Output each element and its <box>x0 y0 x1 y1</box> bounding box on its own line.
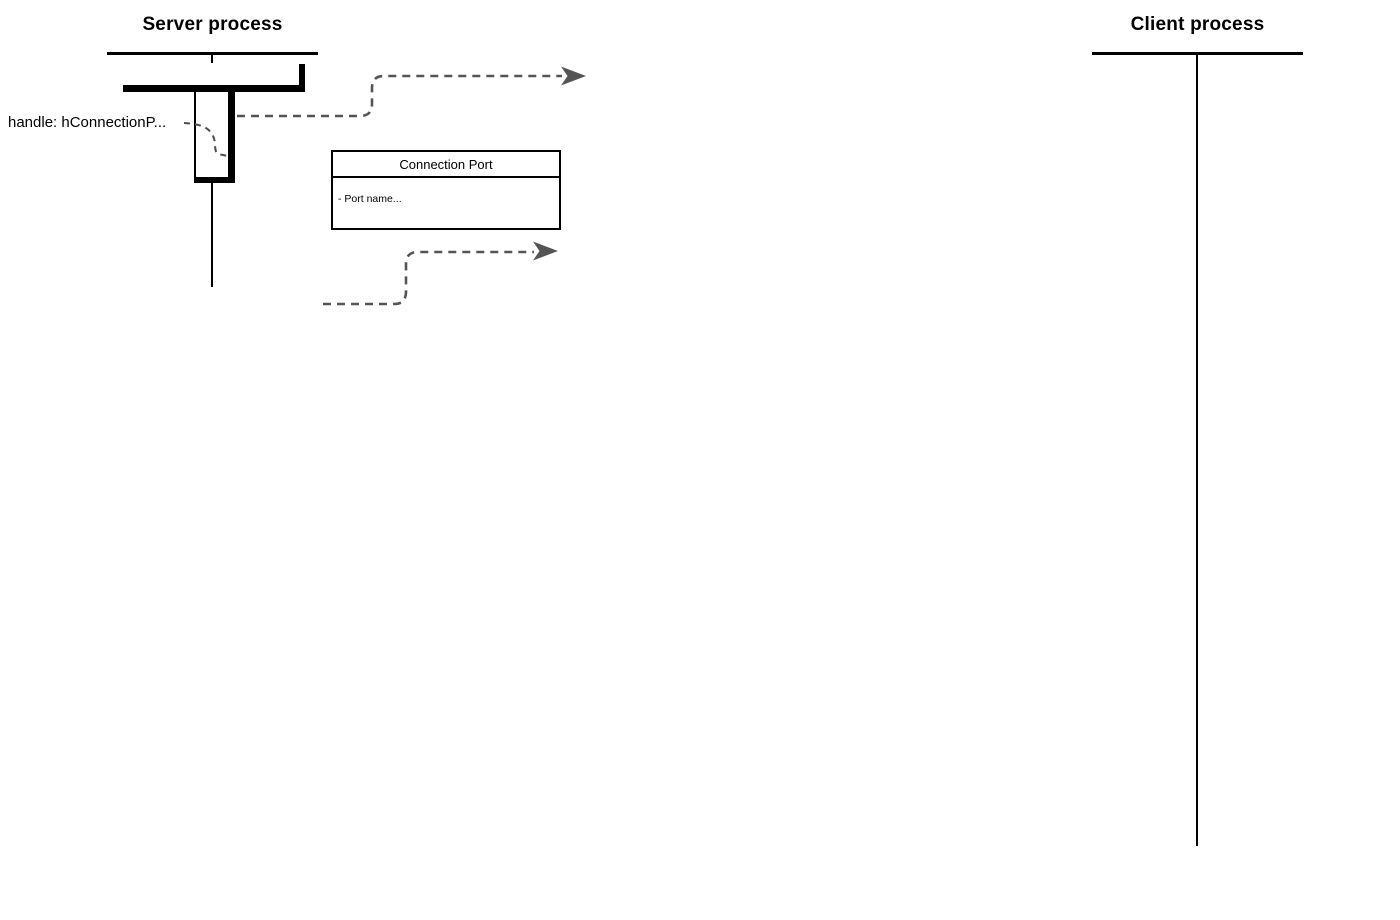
arrowhead-right-icon <box>533 241 558 261</box>
connection-port-title: Connection Port <box>333 152 559 178</box>
connection-port-attribute: - Port name... <box>338 193 402 205</box>
server-lifeline-tick <box>211 55 213 63</box>
activation-bracket-bar <box>123 85 305 92</box>
server-process-title: Server process <box>142 14 283 35</box>
server-lifeline <box>211 183 213 287</box>
client-lifeline <box>1196 53 1198 846</box>
server-head-line <box>107 52 318 55</box>
server-activation-bar <box>194 92 235 183</box>
arrowhead-right-icon <box>561 66 586 86</box>
connection-port-box: Connection Port - Port name... <box>331 150 561 230</box>
client-process-title: Client process <box>1130 14 1265 35</box>
message-arrow-bottom <box>323 241 558 306</box>
handle-annotation-label: handle: hConnectionP... <box>8 114 167 131</box>
